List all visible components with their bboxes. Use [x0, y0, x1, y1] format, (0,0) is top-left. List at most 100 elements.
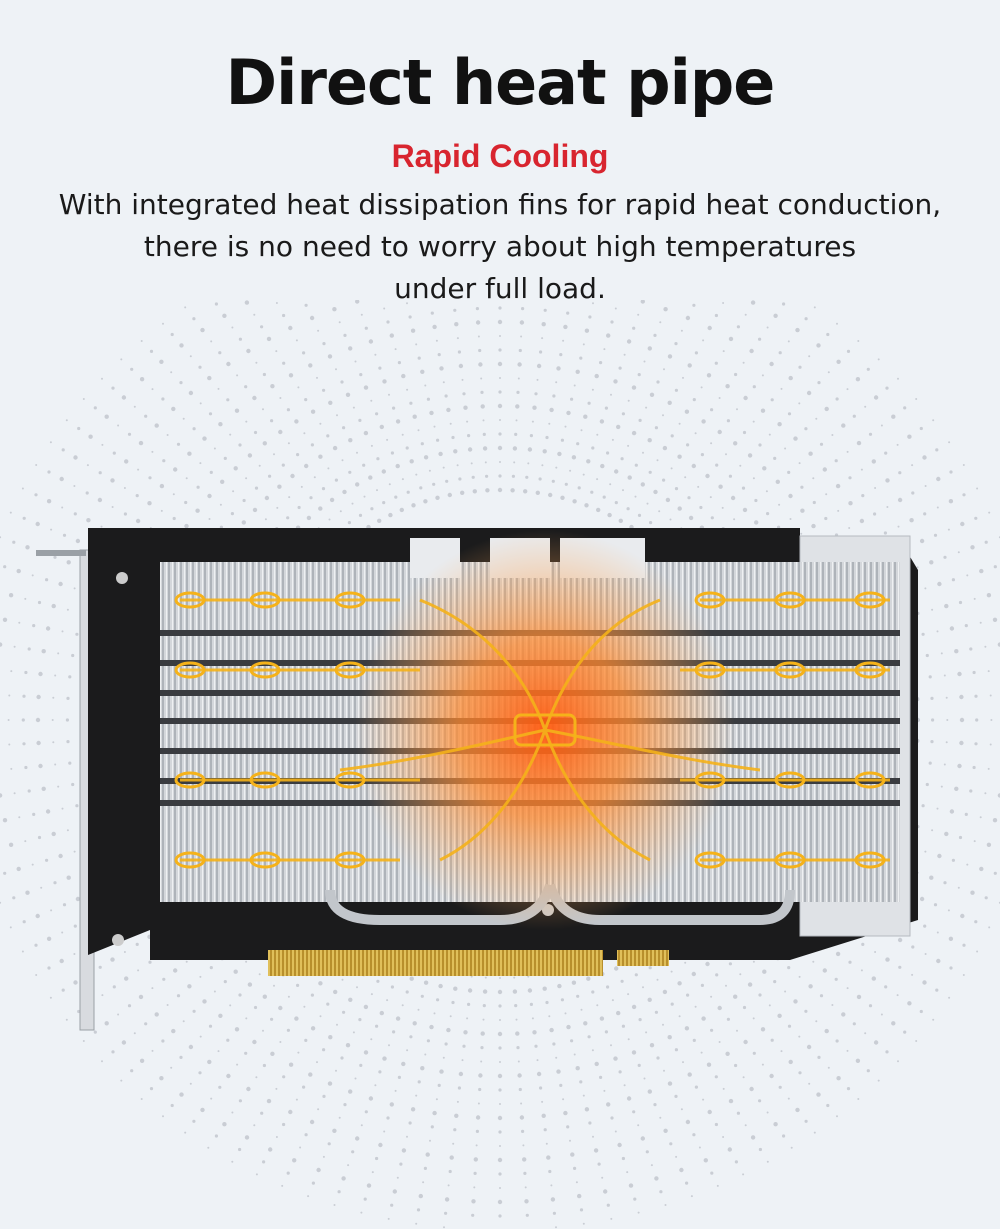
dot	[656, 1056, 660, 1060]
dot	[606, 1203, 610, 1207]
dot	[698, 1146, 701, 1149]
dot	[969, 789, 973, 793]
dot	[557, 451, 562, 457]
dot	[245, 420, 248, 423]
dot	[482, 432, 486, 436]
dot	[935, 448, 939, 452]
dot	[993, 871, 997, 875]
dot	[730, 495, 736, 501]
dot	[637, 1124, 640, 1127]
dot	[750, 1135, 756, 1140]
dot	[159, 1076, 164, 1081]
dot	[728, 1098, 734, 1104]
dot	[760, 408, 766, 413]
dot	[560, 495, 565, 500]
dot	[701, 419, 706, 424]
dot	[18, 621, 21, 624]
dot	[439, 366, 444, 371]
dot	[962, 974, 965, 976]
dot	[674, 1048, 679, 1052]
dot	[527, 462, 530, 465]
dot	[61, 931, 64, 934]
dot	[229, 433, 232, 436]
dot	[826, 1103, 830, 1108]
dot	[798, 462, 801, 465]
dot	[342, 1010, 346, 1014]
dot	[135, 942, 139, 947]
dot	[592, 302, 594, 305]
dot	[897, 497, 903, 503]
dot	[634, 495, 637, 498]
dot	[38, 763, 43, 769]
dot	[571, 980, 577, 985]
dot	[793, 999, 798, 1004]
dot	[780, 387, 783, 390]
dot	[352, 1031, 355, 1034]
dot	[911, 945, 915, 949]
dot	[399, 1162, 403, 1166]
dot	[932, 419, 935, 422]
dot	[725, 1051, 730, 1056]
dot	[726, 419, 731, 423]
dot	[964, 624, 968, 628]
dot	[166, 434, 169, 436]
dot	[35, 717, 41, 723]
dot	[160, 509, 163, 512]
dot	[897, 525, 900, 528]
dot	[752, 1051, 756, 1055]
dot	[958, 835, 963, 840]
dot	[199, 462, 202, 465]
dot	[922, 455, 927, 460]
dot	[518, 1087, 522, 1092]
dot	[725, 984, 727, 987]
dot	[299, 1146, 302, 1149]
dot	[485, 488, 490, 493]
dot	[390, 985, 394, 989]
dot	[199, 975, 202, 978]
dot	[138, 994, 144, 1000]
dot	[406, 388, 409, 391]
dot	[475, 1129, 479, 1133]
dot	[631, 430, 637, 436]
dot	[159, 483, 165, 489]
dot	[264, 495, 270, 501]
dot	[620, 979, 624, 983]
dot	[246, 1086, 251, 1092]
dot	[515, 404, 520, 409]
dot	[218, 422, 223, 427]
dot	[974, 742, 978, 746]
dot	[602, 495, 606, 499]
dot	[990, 719, 993, 721]
dot	[232, 490, 235, 493]
dot	[66, 829, 69, 832]
dot	[13, 792, 16, 795]
dot	[233, 969, 238, 974]
dot	[435, 339, 438, 342]
dot	[692, 398, 696, 402]
dot	[112, 451, 116, 455]
dot	[607, 512, 612, 518]
dot	[871, 976, 876, 981]
dot	[599, 361, 603, 365]
dot	[359, 1063, 363, 1067]
dot	[778, 1085, 782, 1089]
dot	[258, 973, 261, 976]
dot	[475, 307, 479, 311]
dot	[846, 388, 849, 391]
dot	[238, 337, 242, 341]
dot	[596, 507, 601, 513]
dot	[458, 477, 462, 481]
dot	[207, 375, 212, 381]
dot	[891, 414, 896, 419]
dot	[622, 489, 624, 492]
dot	[376, 489, 378, 492]
dot	[662, 414, 664, 417]
dot	[529, 1002, 534, 1007]
dot	[444, 394, 448, 398]
dot	[631, 1050, 637, 1055]
dot	[498, 390, 502, 394]
dot	[213, 990, 216, 993]
dot	[236, 374, 239, 377]
dot	[824, 406, 829, 412]
dot	[979, 866, 984, 872]
